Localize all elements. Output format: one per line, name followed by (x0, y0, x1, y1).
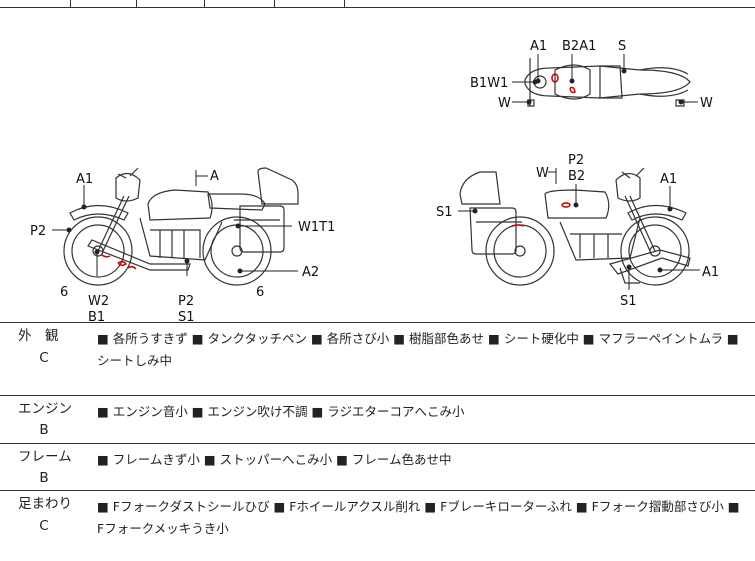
label-right-s1: S1 (436, 205, 453, 220)
category-grade: C (39, 518, 49, 534)
table-top-strip (0, 0, 755, 8)
strip-cell (274, 0, 345, 7)
top-view-motorcycle (524, 58, 691, 107)
category-grade: B (39, 470, 49, 486)
row-description: ■ フレームきず小 ■ ストッパーへこみ小 ■ フレーム色あせ中 (97, 452, 452, 467)
motorcycle-diagram-svg: A1 A P2 W1T1 A2 6 6 W2 B1 P2 S1 A1 B2A1 … (30, 39, 719, 322)
label-top-w-left: W (498, 96, 511, 111)
label-left-b1: B1 (88, 310, 105, 322)
damage-diagram: A1 A P2 W1T1 A2 6 6 W2 B1 P2 S1 A1 B2A1 … (0, 8, 755, 323)
label-left-a1: A1 (76, 172, 93, 187)
label-right-a1b: A1 (702, 265, 719, 280)
label-left-w2: W2 (88, 294, 109, 309)
label-left-s1: S1 (178, 310, 195, 322)
label-left-p2: P2 (30, 224, 46, 239)
label-top-b1w1: B1W1 (470, 76, 508, 91)
label-top-s: S (618, 39, 626, 54)
condition-row-exterior: 外 観 C ■ 各所うすきず ■ タンクタッチペン ■ 各所さび小 ■ 樹脂部色… (0, 323, 755, 396)
label-top-a1: A1 (530, 39, 547, 54)
label-top-w-right: W (700, 96, 713, 111)
condition-row-frame: フレーム B ■ フレームきず小 ■ ストッパーへこみ小 ■ フレーム色あせ中 (0, 444, 755, 491)
top-damage-marks (551, 73, 576, 94)
strip-cell (136, 0, 205, 7)
condition-row-engine: エンジン B ■ エンジン音小 ■ エンジン吹け不調 ■ ラジエターコアへこみ小 (0, 396, 755, 444)
strip-cell (344, 0, 755, 7)
category-grade: B (39, 422, 49, 438)
label-right-b2: B2 (568, 169, 585, 184)
leader-lines (52, 54, 700, 290)
condition-row-suspension: 足まわり C ■ Fフォークダストシールひび ■ Fホイールアクスル削れ ■ F… (0, 491, 755, 561)
row-category: エンジン B (0, 396, 90, 443)
left-side-motorcycle (63, 167, 299, 286)
label-left-6b: 6 (256, 285, 264, 300)
label-left-p2b: P2 (178, 294, 194, 309)
row-category: 外 観 C (0, 323, 90, 395)
row-category: フレーム B (0, 444, 90, 490)
label-top-b2a1: B2A1 (562, 39, 596, 54)
label-right-s1b: S1 (620, 294, 637, 309)
row-description: ■ Fフォークダストシールひび ■ Fホイールアクスル削れ ■ Fブレーキロータ… (97, 499, 740, 536)
label-right-w: W (536, 166, 549, 181)
category-name: 外 観 (18, 328, 59, 344)
row-description: ■ エンジン音小 ■ エンジン吹け不調 ■ ラジエターコアへこみ小 (97, 404, 465, 419)
row-category: 足まわり C (0, 491, 90, 561)
left-damage-marks (101, 254, 137, 270)
strip-cell (204, 0, 275, 7)
row-description: ■ 各所うすきず ■ タンクタッチペン ■ 各所さび小 ■ 樹脂部色あせ ■ シ… (97, 331, 739, 368)
label-left-a: A (210, 169, 219, 184)
category-name: フレーム (18, 449, 72, 465)
strip-cell (70, 0, 137, 7)
label-left-6a: 6 (60, 285, 68, 300)
category-grade: C (39, 350, 49, 366)
right-damage-marks (511, 202, 571, 227)
category-name: エンジン (18, 401, 72, 417)
label-left-a2: A2 (302, 265, 319, 280)
label-right-a1: A1 (660, 172, 677, 187)
right-side-motorcycle (459, 167, 691, 286)
category-name: 足まわり (18, 496, 72, 512)
label-right-p2: P2 (568, 153, 584, 168)
label-left-w1t1: W1T1 (298, 220, 335, 235)
